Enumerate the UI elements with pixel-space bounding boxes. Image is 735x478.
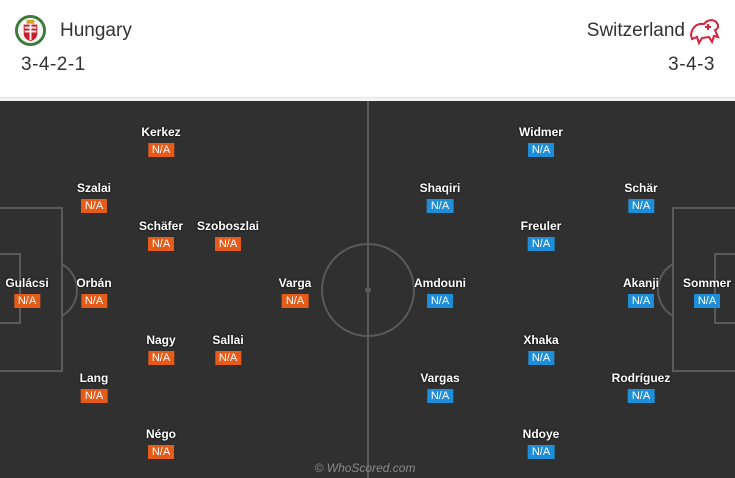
player-rating-badge: N/A — [147, 237, 175, 251]
player-name: Nagy — [146, 333, 176, 347]
player-nego[interactable]: Négo N/A — [146, 427, 176, 460]
player-name: Szalai — [76, 181, 112, 195]
player-rating-badge: N/A — [527, 237, 555, 251]
home-team-name[interactable]: Hungary — [60, 20, 132, 41]
player-rating-badge: N/A — [214, 237, 242, 251]
match-header: Hungary 3-4-2-1 Switzerland 3-4-3 — [0, 0, 735, 98]
player-sallai[interactable]: Sallai N/A — [212, 333, 244, 366]
player-name: Schäfer — [138, 219, 184, 233]
player-rating-badge: N/A — [627, 294, 655, 308]
player-name: Négo — [146, 427, 176, 441]
player-sommer[interactable]: Sommer N/A — [683, 276, 731, 309]
pitch: Gulácsi N/A Szalai N/A Orbán N/A Lang N/… — [0, 101, 735, 478]
player-rating-badge: N/A — [80, 294, 108, 308]
player-lang[interactable]: Lang N/A — [79, 371, 109, 404]
player-rating-badge: N/A — [627, 389, 655, 403]
player-rating-badge: N/A — [13, 294, 41, 308]
player-shaqiri[interactable]: Shaqiri N/A — [419, 181, 461, 214]
player-szoboszlai[interactable]: Szoboszlai N/A — [197, 219, 259, 252]
player-rating-badge: N/A — [281, 294, 309, 308]
player-gulacsi[interactable]: Gulácsi N/A — [5, 276, 49, 309]
player-rating-badge: N/A — [147, 445, 175, 459]
player-name: Xhaka — [523, 333, 559, 347]
player-name: Freuler — [520, 219, 562, 233]
away-formation: 3-4-3 — [668, 54, 715, 75]
player-rating-badge: N/A — [627, 199, 655, 213]
player-name: Lang — [79, 371, 109, 385]
player-amdouni[interactable]: Amdouni N/A — [414, 276, 466, 309]
pitch-lines — [0, 101, 735, 478]
player-name: Sallai — [212, 333, 244, 347]
player-name: Kerkez — [141, 125, 181, 139]
player-rating-badge: N/A — [527, 143, 555, 157]
player-vargas[interactable]: Vargas N/A — [420, 371, 460, 404]
player-name: Szoboszlai — [196, 219, 260, 233]
player-kerkez[interactable]: Kerkez N/A — [141, 125, 181, 158]
player-name: Akanji — [622, 276, 660, 290]
player-varga[interactable]: Varga N/A — [278, 276, 312, 309]
player-rating-badge: N/A — [426, 199, 454, 213]
player-rating-badge: N/A — [80, 389, 108, 403]
switzerland-crest-icon — [689, 19, 720, 45]
player-rating-badge: N/A — [147, 143, 175, 157]
player-rating-badge: N/A — [527, 445, 555, 459]
player-name: Vargas — [420, 371, 460, 385]
player-schar[interactable]: Schär N/A — [624, 181, 658, 214]
player-rating-badge: N/A — [80, 199, 108, 213]
player-rating-badge: N/A — [426, 294, 454, 308]
player-name: Shaqiri — [419, 181, 461, 195]
player-xhaka[interactable]: Xhaka N/A — [523, 333, 559, 366]
player-akanji[interactable]: Akanji N/A — [623, 276, 659, 309]
home-formation: 3-4-2-1 — [21, 54, 86, 75]
player-name: Amdouni — [414, 276, 466, 290]
player-rating-badge: N/A — [147, 351, 175, 365]
player-ndoye[interactable]: Ndoye N/A — [522, 427, 560, 460]
player-name: Sommer — [682, 276, 732, 290]
player-name: Orbán — [76, 276, 112, 290]
player-schafer[interactable]: Schäfer N/A — [139, 219, 183, 252]
player-rating-badge: N/A — [426, 389, 454, 403]
player-szalai[interactable]: Szalai N/A — [77, 181, 111, 214]
player-rating-badge: N/A — [527, 351, 555, 365]
player-widmer[interactable]: Widmer N/A — [519, 125, 563, 158]
away-team-name[interactable]: Switzerland — [586, 20, 685, 41]
player-rating-badge: N/A — [214, 351, 242, 365]
player-name: Schär — [624, 181, 658, 195]
watermark: © WhoScored.com — [314, 461, 416, 475]
player-rodriguez[interactable]: Rodríguez N/A — [611, 371, 671, 404]
player-name: Rodríguez — [611, 371, 671, 385]
player-name: Ndoye — [522, 427, 560, 441]
player-name: Widmer — [519, 125, 563, 139]
player-name: Varga — [278, 276, 312, 290]
player-rating-badge: N/A — [693, 294, 721, 308]
player-nagy[interactable]: Nagy N/A — [146, 333, 176, 366]
hungary-crest-icon — [14, 14, 47, 47]
player-freuler[interactable]: Freuler N/A — [520, 219, 562, 252]
player-name: Gulácsi — [5, 276, 49, 290]
player-orban[interactable]: Orbán N/A — [76, 276, 112, 309]
